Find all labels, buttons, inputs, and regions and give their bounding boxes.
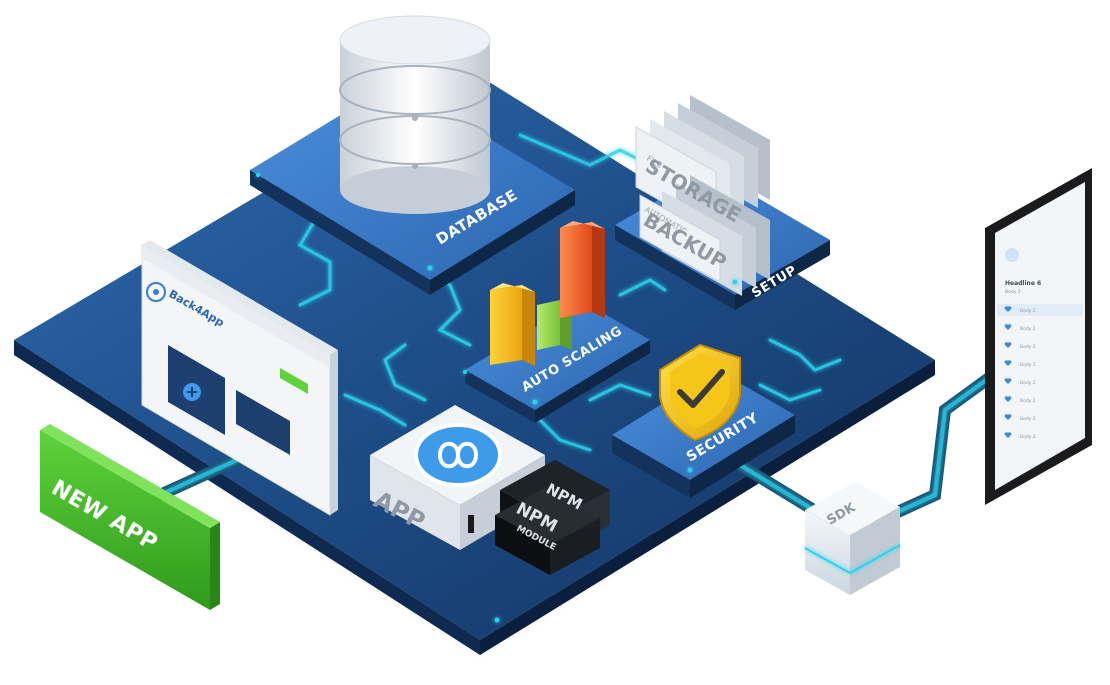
- heart-icon: [1004, 432, 1012, 438]
- green-action-button: [280, 368, 308, 394]
- tablet-list-item-label: Body 2: [1020, 398, 1036, 404]
- heart-icon: [1004, 360, 1012, 366]
- tablet-avatar: [1005, 248, 1019, 262]
- heart-icon: [1004, 324, 1012, 330]
- database-cylinder-icon: [339, 15, 491, 214]
- tablet-list-item-label: Body 2: [1020, 380, 1036, 386]
- tablet-list-item-label: Body 2: [1020, 344, 1036, 350]
- status-dots: [256, 173, 738, 623]
- heart-icon: [1004, 342, 1012, 348]
- tablet-list-item[interactable]: Body 2: [1004, 396, 1036, 404]
- heart-icon: [1004, 306, 1012, 312]
- heart-icon: [1004, 414, 1012, 420]
- tablet-list-item-label: Body 2: [1020, 434, 1036, 440]
- tablet-list-item[interactable]: Body 2: [997, 304, 1083, 316]
- tablet-list-item[interactable]: Body 2: [1004, 342, 1036, 350]
- security-module: SECURITY: [612, 343, 795, 498]
- npm-module: NPM NPM MODULE: [495, 460, 610, 575]
- tablet-list-item-label: Body 2: [1020, 308, 1036, 314]
- content-panel: [236, 390, 290, 455]
- tablet-list: Body 2 Body 2 Body 2 Body 1 Body 2 Body 2 Body…: [997, 304, 1083, 440]
- browser-window: Back4App: [141, 240, 338, 516]
- database-module: DATABASE: [250, 15, 575, 295]
- heart-icon: [1004, 396, 1012, 402]
- tablet-list-item-label: Body 2: [1020, 416, 1036, 422]
- base-board: [14, 70, 935, 655]
- tablet-list-item[interactable]: Body 1: [1004, 360, 1036, 368]
- sdk-module: SDK: [804, 482, 901, 595]
- infinity-logo-icon: [414, 423, 502, 487]
- app-port: [468, 515, 474, 533]
- tablet-list-item[interactable]: Body 2: [1004, 324, 1036, 332]
- shield-check-icon: [659, 343, 741, 442]
- heart-icon: [1004, 378, 1012, 384]
- tablet-heading: Headline 6: [1005, 280, 1041, 287]
- back4app-logo-icon: [146, 282, 166, 302]
- tablet-list-item-label: Body 2: [1020, 326, 1036, 332]
- tablet-list-item[interactable]: Body 2: [1004, 414, 1036, 422]
- bar-chart-icon: [490, 221, 605, 366]
- tablet-list-item[interactable]: Body 2: [1004, 432, 1036, 440]
- tablet-subheading: Body 2: [1005, 289, 1021, 295]
- tablet-list-item[interactable]: Body 2: [1004, 378, 1036, 386]
- tablet-list-item-label: Body 1: [1020, 362, 1036, 368]
- storage-backup-module: FILE STORAGE AUTOMATIC BACKUP SETUP: [615, 95, 830, 310]
